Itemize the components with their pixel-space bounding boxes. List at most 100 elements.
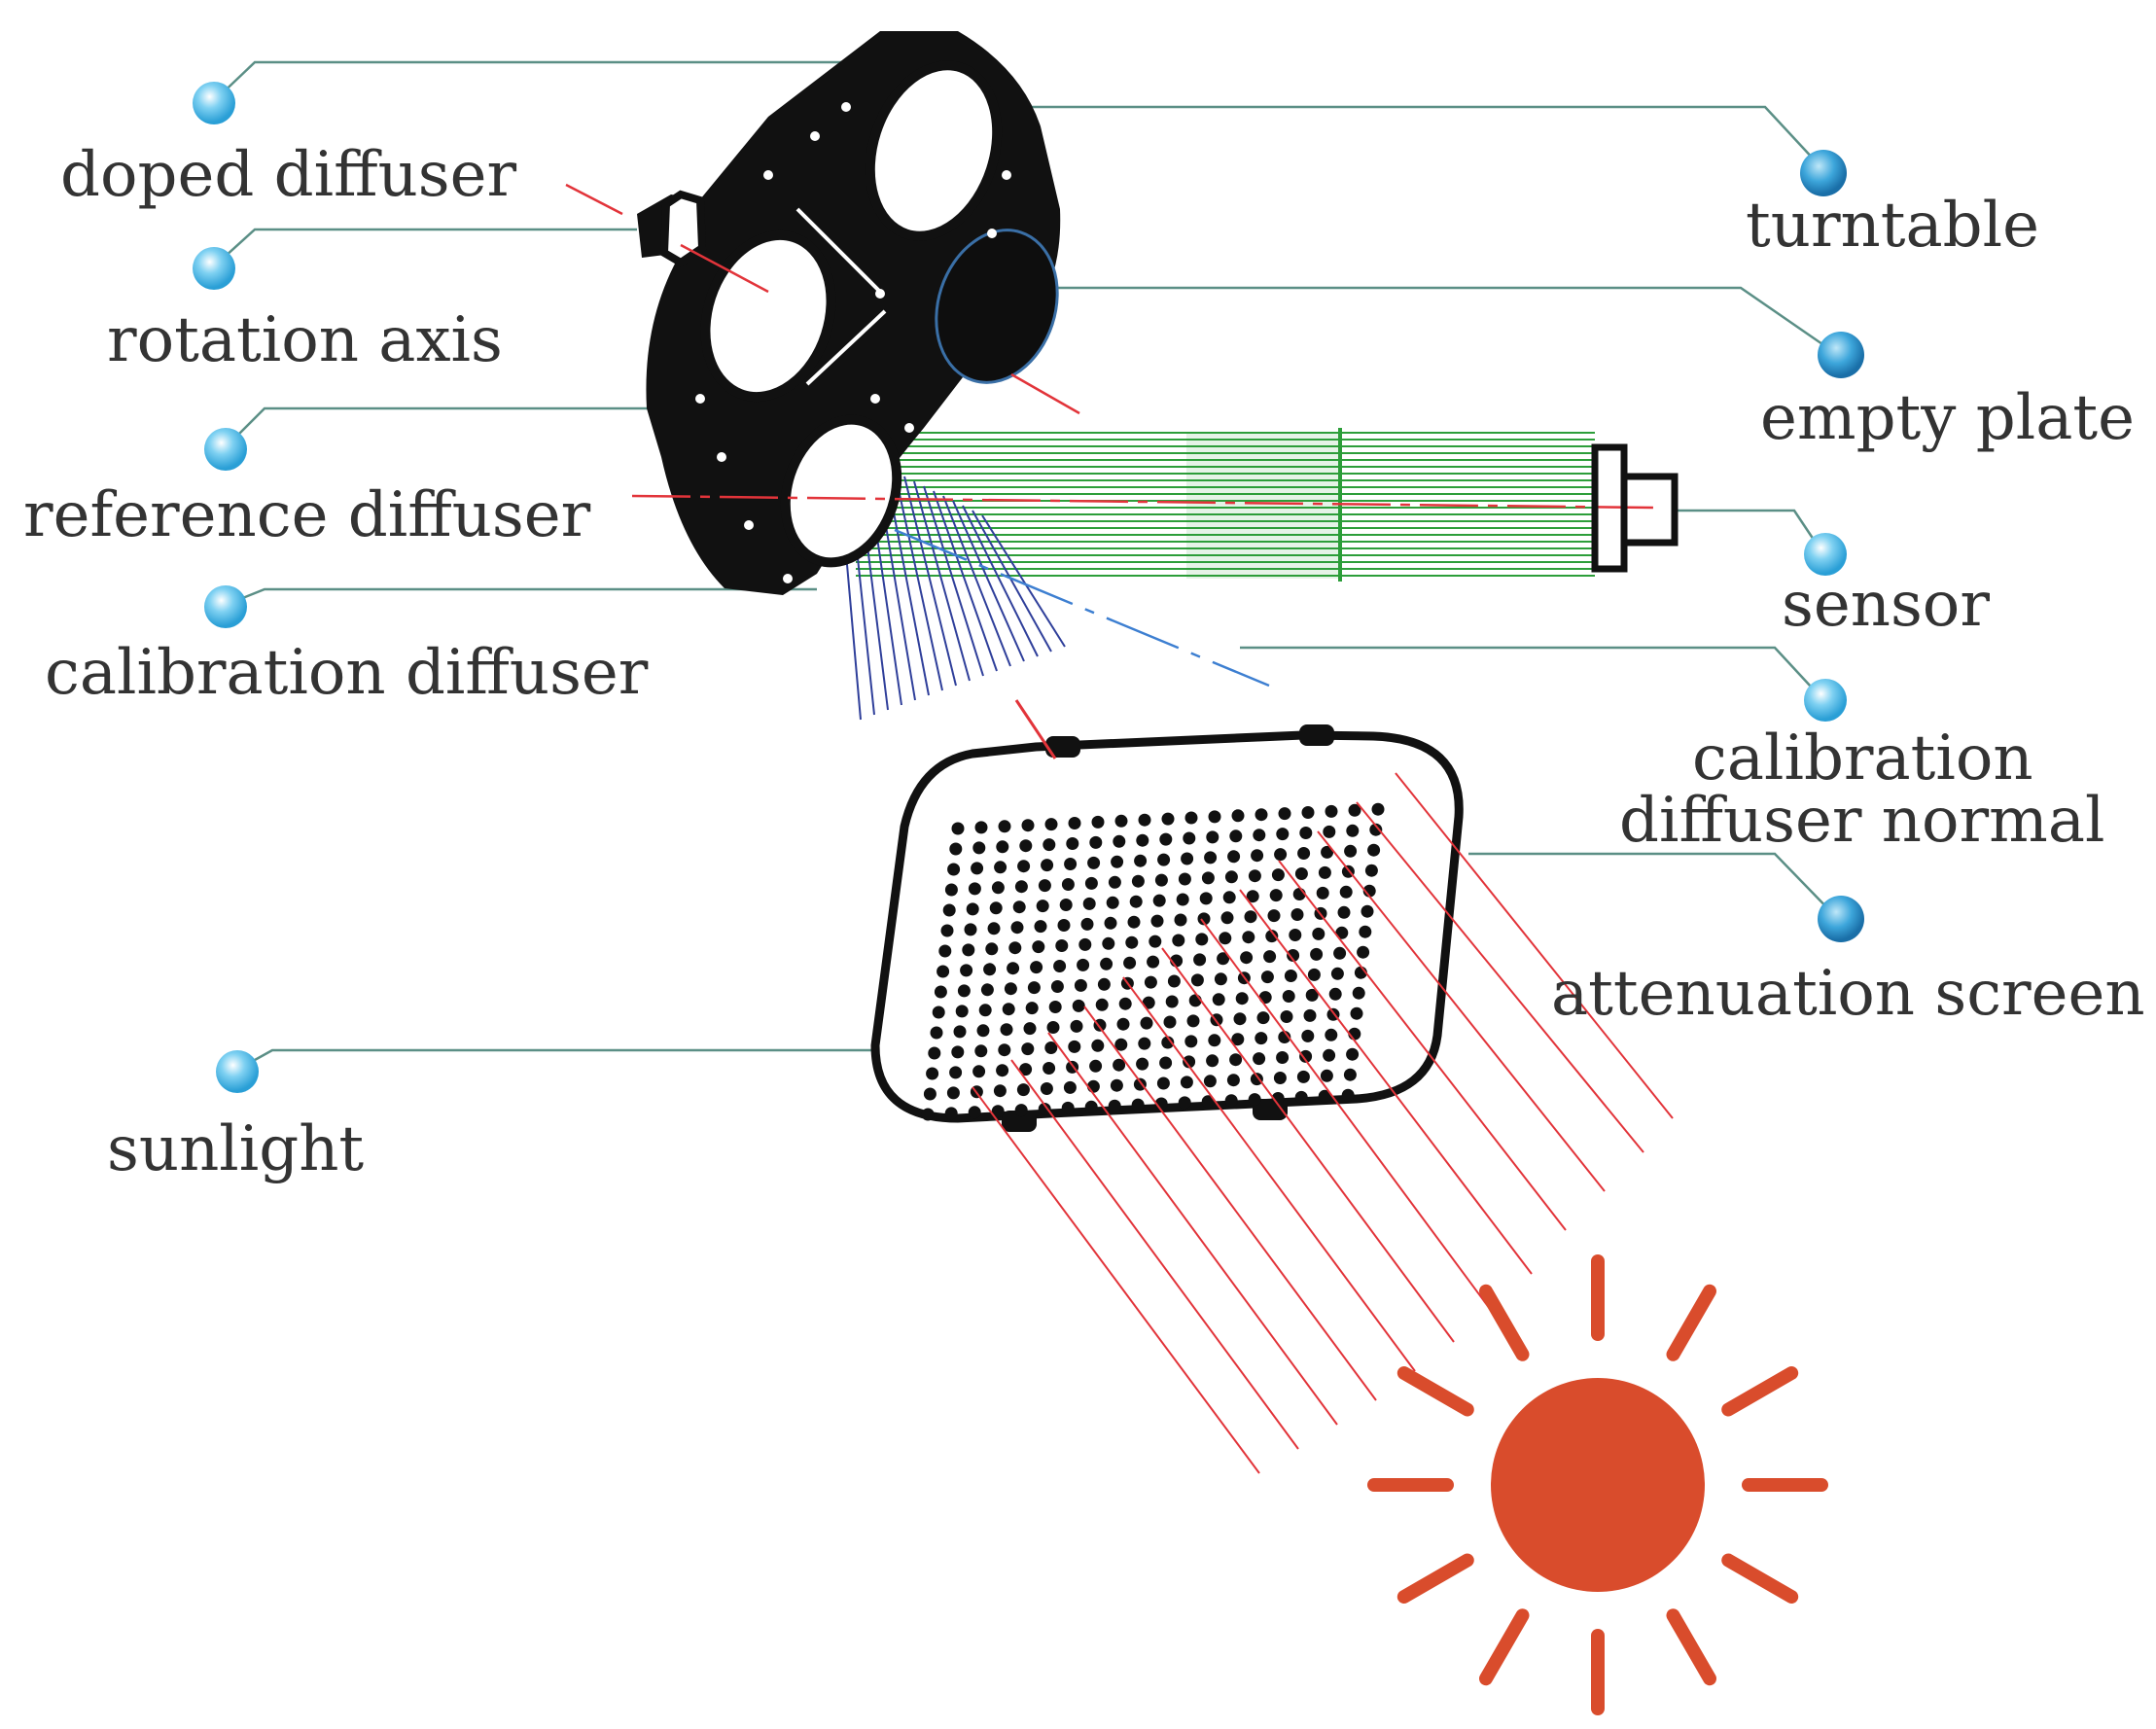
screen-hole — [1154, 873, 1168, 887]
screen-hole — [1253, 829, 1266, 842]
screen-hole — [1019, 839, 1033, 853]
screen-hole — [1038, 1103, 1051, 1115]
screen-hole — [1027, 981, 1041, 995]
screen-hole — [991, 881, 1005, 895]
screen-hole — [1296, 1070, 1310, 1083]
screen-hole — [1095, 998, 1109, 1011]
screen-hole — [1032, 940, 1045, 954]
screen-hole — [1227, 850, 1241, 864]
screen-hole — [1152, 894, 1166, 907]
screen-hole — [1078, 937, 1092, 951]
leader-sensor — [1673, 509, 1825, 555]
screen-hole — [1359, 925, 1372, 938]
screen-hole — [1244, 910, 1257, 924]
sun-beam — [1396, 1553, 1474, 1604]
screen-hole — [1318, 865, 1331, 879]
screen-hole — [1123, 956, 1137, 970]
screen-hole — [1229, 829, 1243, 843]
screen-hole — [1301, 806, 1315, 819]
screen-hole — [1214, 972, 1227, 986]
screen-hole — [1043, 838, 1056, 852]
sun-beam — [1721, 1366, 1799, 1417]
screen-hole — [1019, 1063, 1033, 1076]
screen-hole — [1012, 900, 1026, 914]
screen-hole — [1134, 854, 1148, 867]
sun-beam — [1396, 1366, 1474, 1417]
screen-hole — [1318, 1089, 1331, 1103]
screen-hole — [1147, 955, 1160, 969]
screen-hole — [1364, 864, 1378, 877]
screen-hole — [1367, 843, 1381, 857]
screen-hole — [1181, 852, 1194, 865]
screen-hole — [1172, 934, 1185, 947]
screen-hole — [968, 882, 981, 896]
sunlight-ray — [1161, 947, 1455, 1343]
screen-hole — [1321, 845, 1334, 859]
screen-hole — [996, 1064, 1009, 1077]
screen-hole — [962, 943, 975, 957]
screen-hole — [1183, 831, 1196, 845]
bullet-marker-icon — [1818, 332, 1864, 378]
screen-hole — [1021, 1042, 1035, 1056]
screen-hole — [1248, 1093, 1261, 1107]
screen-hole — [1267, 909, 1281, 923]
screen-hole — [1014, 880, 1028, 894]
label-sunlight: sunlight — [107, 1113, 365, 1185]
screen-hole — [1294, 867, 1308, 880]
screen-hole — [940, 924, 954, 937]
leader-empty-plate — [1026, 286, 1839, 357]
screen-hole — [1007, 962, 1020, 975]
sensor-axis-line — [631, 494, 1654, 510]
bullet-marker-icon — [204, 428, 247, 471]
screen-hole — [1348, 803, 1361, 817]
screen-hole — [1204, 851, 1218, 864]
screen-hole — [1068, 817, 1081, 829]
screen-hole — [978, 1004, 992, 1017]
screen-hole — [1061, 878, 1075, 891]
leader-turntable — [1011, 105, 1829, 176]
screen-hole — [1008, 941, 1022, 955]
screen-hole — [1136, 833, 1149, 847]
screen-hole — [1165, 995, 1179, 1008]
sun-beam — [1666, 1608, 1716, 1686]
screen-hole — [1273, 1072, 1287, 1084]
screen-hole — [937, 965, 950, 978]
screen-hole — [947, 863, 961, 876]
sun-beam — [1479, 1608, 1530, 1686]
screen-hole — [976, 1024, 990, 1038]
screen-hole — [1184, 1035, 1198, 1048]
screen-hole — [1159, 832, 1173, 846]
label-rotation-axis: rotation axis — [107, 304, 503, 376]
label-calibration-diffuser-normal-line2: diffuser normal — [1619, 785, 2105, 857]
screen-hole — [1337, 905, 1351, 919]
screen-hole — [1127, 915, 1141, 929]
screen-hole — [1240, 951, 1254, 965]
screen-hole — [1097, 977, 1111, 991]
screen-hole — [1242, 931, 1255, 944]
screen-hole — [1231, 809, 1245, 823]
screen-hole — [996, 840, 1009, 854]
screen-hole — [1091, 815, 1105, 829]
screen-hole — [1201, 1095, 1215, 1109]
incident-ray — [981, 514, 1066, 648]
screen-hole — [951, 822, 965, 835]
screen-hole — [1136, 1057, 1149, 1071]
sun-beam — [1721, 1553, 1799, 1604]
screen-hole — [1265, 930, 1279, 943]
screen-hole — [1229, 1053, 1243, 1067]
label-calibration-diffuser: calibration diffuser — [45, 637, 649, 709]
screen-hole — [1110, 1078, 1123, 1092]
incident-ray — [952, 500, 1025, 662]
screen-hole — [1278, 807, 1291, 821]
markers — [193, 82, 1864, 1093]
screen-hole — [1163, 1015, 1177, 1029]
screen-hole — [1284, 970, 1297, 982]
screen-hole — [974, 821, 988, 834]
screen-hole — [938, 944, 952, 958]
screen-hole — [1074, 978, 1087, 992]
screen-hole — [1014, 1104, 1028, 1117]
screen-hole — [932, 1006, 945, 1019]
screen-hole — [1219, 932, 1232, 945]
screen-hole — [1287, 949, 1300, 962]
